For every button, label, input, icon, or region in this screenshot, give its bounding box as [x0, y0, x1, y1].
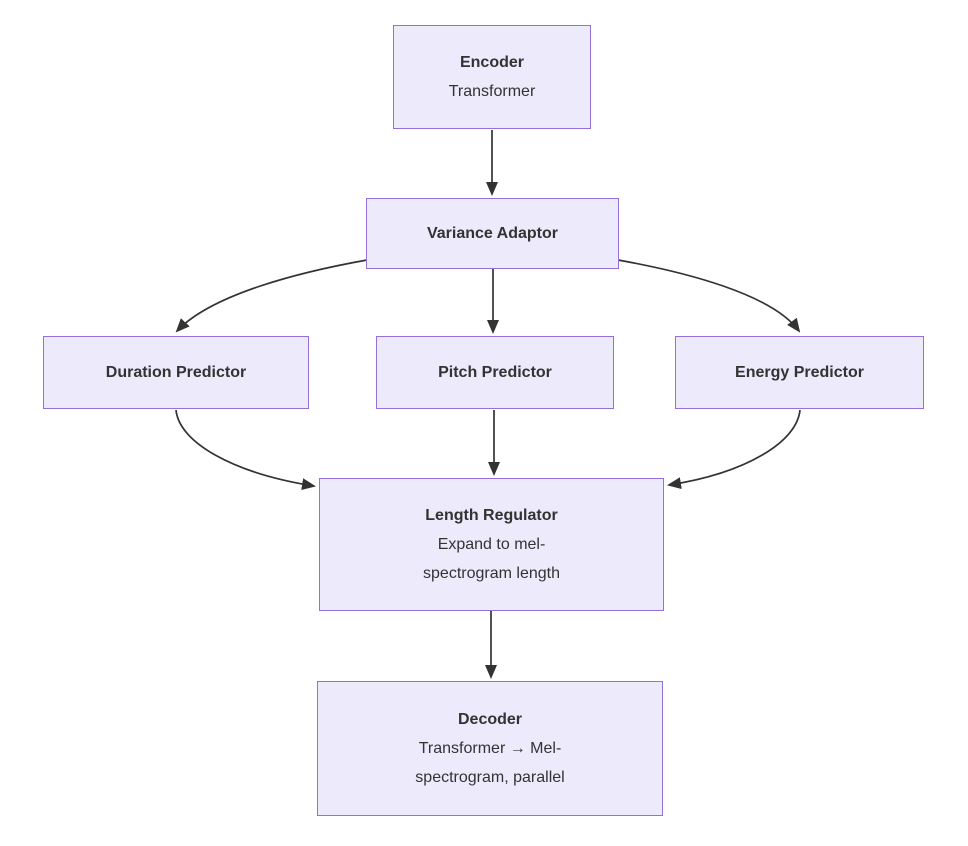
- node-encoder: Encoder Transformer: [393, 25, 591, 129]
- node-length-regulator-subtitle-line2: spectrogram length: [423, 565, 560, 582]
- node-pitch-predictor: Pitch Predictor: [376, 336, 614, 409]
- node-length-regulator-title: Length Regulator: [425, 507, 558, 524]
- node-duration-predictor-title: Duration Predictor: [105, 364, 247, 381]
- edge-energy-predictor-to-length-regulator: [667, 409, 801, 490]
- node-duration-predictor: Duration Predictor: [43, 336, 309, 409]
- edge-duration-predictor-to-length-regulator: [175, 409, 316, 491]
- edge-variance-adaptor-to-energy-predictor: [617, 259, 801, 333]
- node-decoder-subtitle-line1: Transformer → Mel-: [418, 740, 562, 757]
- node-encoder-subtitle: Transformer: [448, 83, 536, 100]
- node-decoder: Decoder Transformer → Mel- spectrogram, …: [317, 681, 663, 816]
- node-length-regulator: Length Regulator Expand to mel- spectrog…: [319, 478, 664, 611]
- node-length-regulator-subtitle-line1: Expand to mel-: [437, 536, 546, 553]
- edge-variance-adaptor-to-duration-predictor: [175, 259, 368, 333]
- node-pitch-predictor-title: Pitch Predictor: [438, 364, 552, 381]
- node-decoder-title: Decoder: [457, 711, 523, 728]
- node-variance-adaptor: Variance Adaptor: [366, 198, 619, 269]
- node-decoder-subtitle-line2: spectrogram, parallel: [415, 769, 565, 786]
- node-variance-adaptor-title: Variance Adaptor: [426, 225, 558, 242]
- node-energy-predictor-title: Energy Predictor: [735, 364, 864, 381]
- node-encoder-title: Encoder: [459, 54, 524, 71]
- node-energy-predictor: Energy Predictor: [675, 336, 924, 409]
